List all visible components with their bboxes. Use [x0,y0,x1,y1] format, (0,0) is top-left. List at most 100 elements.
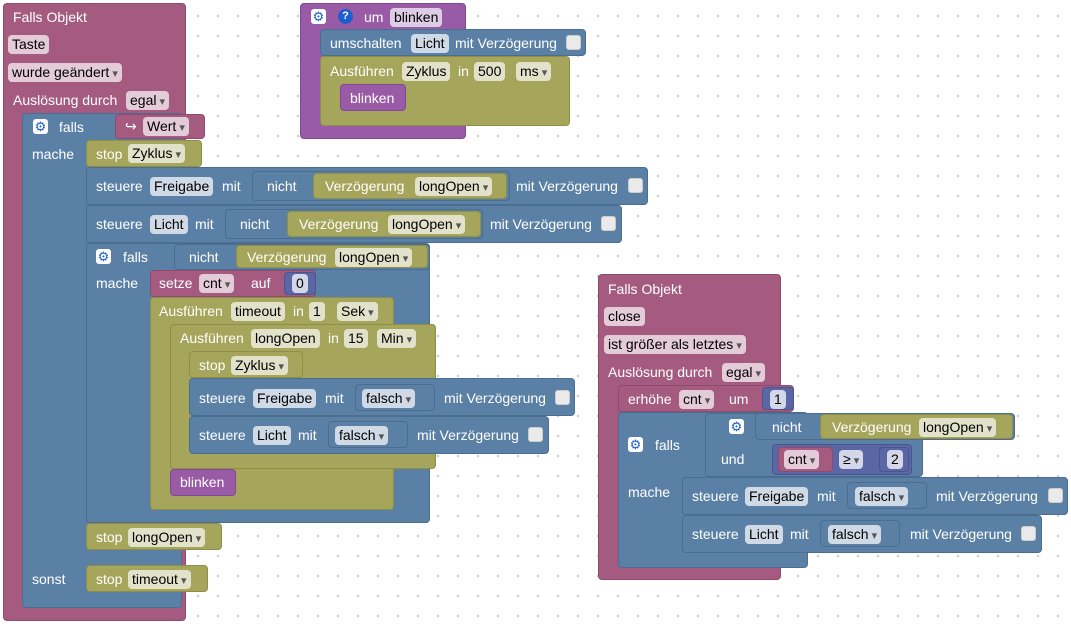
delay-checkbox[interactable] [1021,526,1036,541]
inc-var-dropdown[interactable]: cnt [679,390,715,409]
call-blinken-block[interactable] [170,469,236,496]
delay-dropdown[interactable]: longOpen [335,248,413,267]
arrow-icon: ↪ [125,118,137,134]
stop-dropdown[interactable]: timeout [128,570,191,589]
cmp-operator-dropdown[interactable]: ≥ [839,450,864,469]
delay-label: Verzögerung [325,178,405,194]
control-target[interactable]: Licht [253,426,291,445]
delay-checkbox[interactable] [528,427,543,442]
exec-label: Ausführen [330,63,394,79]
exec-name[interactable]: timeout [231,302,285,321]
with-delay-label: mit Verzögerung [455,35,557,51]
control-label: steuere [199,390,246,406]
gear-icon[interactable]: ⚙ [33,119,48,134]
control-target[interactable]: Licht [150,215,188,234]
false-dropdown[interactable]: falsch [828,525,882,544]
object-field[interactable]: close [604,307,645,326]
object-field[interactable]: Taste [8,35,50,54]
control-target[interactable]: Freigabe [150,177,214,196]
control-target[interactable]: Licht [745,525,783,544]
and-label: und [721,451,745,467]
exec-label: Ausführen [159,303,223,319]
if-label: falls [123,249,148,265]
with-label: mit [325,390,344,406]
gear-icon[interactable]: ⚙ [96,249,111,264]
trigger-dropdown[interactable]: egal [126,91,170,110]
with-delay-label: mit Verzögerung [936,488,1038,504]
delay-dropdown[interactable]: longOpen [388,215,466,234]
exec-unit-dropdown[interactable]: Min [377,329,417,348]
stop-label: stop [96,571,123,587]
delay-checkbox[interactable] [555,390,570,405]
exec-num[interactable]: 500 [474,62,506,81]
call-blinken-block[interactable] [340,84,406,111]
false-dropdown[interactable]: falsch [855,487,909,506]
with-label: mit [222,178,241,194]
trigger-dropdown[interactable]: egal [722,363,766,382]
with-delay-label: mit Verzögerung [490,216,592,232]
false-dropdown[interactable]: falsch [362,389,416,408]
exec-num[interactable]: 15 [344,329,368,348]
stop-dropdown[interactable]: Zyklus [231,356,289,375]
to-label: um [364,9,384,25]
with-delay-label: mit Verzögerung [417,427,519,443]
exec-unit-dropdown[interactable]: Sek [337,302,378,321]
else-label: sonst [32,571,66,587]
delay-label: Verzögerung [247,249,327,265]
event-type-dropdown[interactable]: ist größer als letztes [604,335,746,354]
exec-name[interactable]: Zyklus [402,62,451,81]
gear-icon[interactable]: ⚙ [311,9,326,24]
do-label: mache [96,275,139,291]
if-label: falls [655,437,680,453]
stop-dropdown[interactable]: Zyklus [128,144,186,163]
not-label: nicht [189,249,219,265]
control-label: steuere [692,526,739,542]
cmp-var-dropdown[interactable]: cnt [784,450,820,469]
do-label: mache [628,484,671,500]
delay-checkbox[interactable] [1048,488,1063,503]
with-delay-label: mit Verzögerung [910,526,1012,542]
with-delay-label: mit Verzögerung [516,178,618,194]
with-label: mit [298,427,317,443]
stop-label: stop [96,146,123,162]
function-name[interactable]: blinken [390,8,443,27]
control-target[interactable]: Freigabe [253,389,317,408]
inc-label: erhöhe [628,391,672,407]
stop-dropdown[interactable]: longOpen [128,528,206,547]
not-label: nicht [267,178,297,194]
delay-dropdown[interactable]: longOpen [919,418,997,437]
set-var-dropdown[interactable]: cnt [199,274,235,293]
delay-checkbox[interactable] [601,216,616,231]
set-value[interactable]: 0 [292,274,308,293]
trigger-label: Auslösung durch [13,92,118,108]
help-icon[interactable]: ? [338,9,353,24]
toggle-target[interactable]: Licht [411,34,449,53]
delay-dropdown[interactable]: longOpen [415,177,493,196]
exec-name[interactable]: longOpen [251,329,320,348]
false-dropdown[interactable]: falsch [335,426,389,445]
trigger-label: Auslösung durch [608,364,713,380]
inc-value[interactable]: 1 [770,390,786,409]
gear-icon[interactable]: ⚙ [729,419,744,434]
cmp-value[interactable]: 2 [887,450,903,469]
delay-checkbox[interactable] [628,178,643,193]
exec-num[interactable]: 1 [309,302,325,321]
control-label: steuere [96,216,143,232]
with-label: mit [817,488,836,504]
control-label: steuere [199,427,246,443]
toggle-label: umschalten [330,35,402,51]
delay-checkbox[interactable] [566,35,581,50]
set-to-label: auf [251,275,271,291]
control-label: steuere [96,178,143,194]
control-target[interactable]: Freigabe [745,487,809,506]
gear-icon[interactable]: ⚙ [628,437,643,452]
do-label: mache [32,146,75,162]
toggle-block[interactable] [320,29,586,56]
set-label: setze [159,275,193,291]
stop-label: stop [199,357,226,373]
exec-label: Ausführen [180,330,244,346]
var-dropdown[interactable]: Wert [143,117,189,136]
exec-unit-dropdown[interactable]: ms [516,62,552,81]
event-type-dropdown[interactable]: wurde geändert [8,63,122,82]
event-header: Falls Objekt [608,281,682,297]
